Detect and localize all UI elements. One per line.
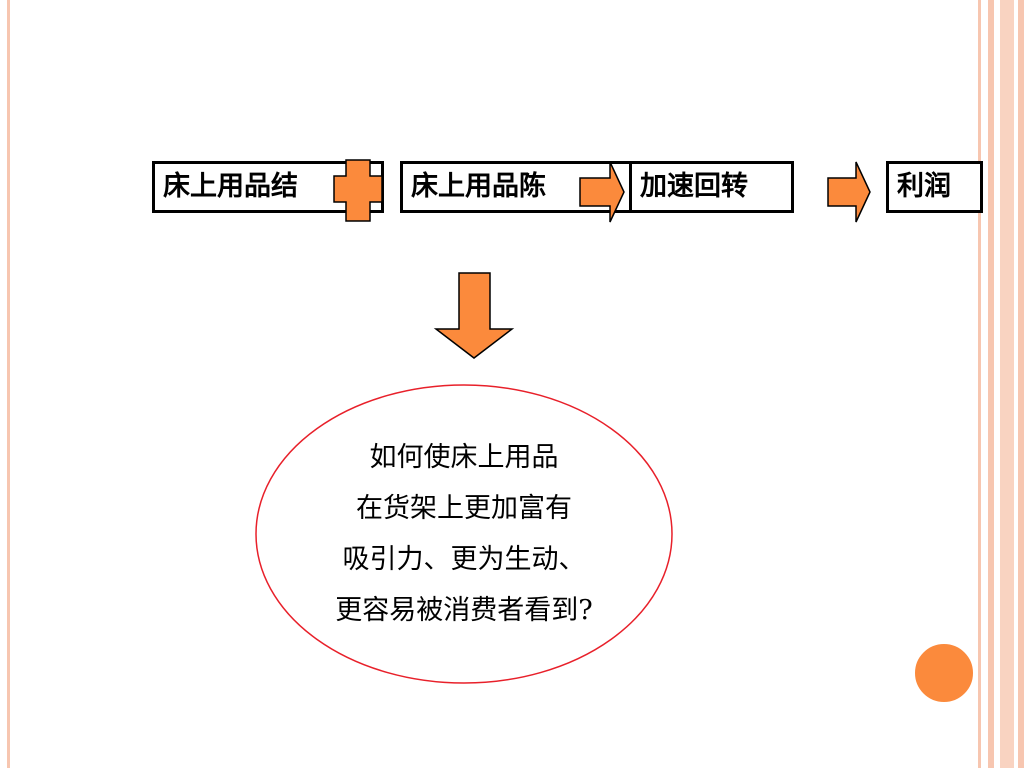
question-text: 如何使床上用品 在货架上更加富有 吸引力、更为生动、 更容易被消费者看到?: [255, 384, 673, 684]
question-ellipse: [255, 384, 673, 684]
right-border-line-2: [988, 0, 994, 768]
down-arrow-icon: [433, 272, 515, 359]
question-line: 如何使床上用品: [369, 442, 559, 473]
flow-box-label: 床上用品结: [163, 171, 298, 202]
flow-box-accelerate-turnover: 加速回转: [629, 161, 794, 213]
right-border-line-1: [978, 0, 981, 768]
right-arrow-icon: [579, 161, 625, 223]
flow-box-profit: 利润: [886, 161, 983, 213]
flow-box-label: 床上用品陈: [411, 171, 546, 202]
question-line: 吸引力、更为生动、: [342, 544, 586, 575]
flow-box-bedding-display: 床上用品陈: [400, 161, 632, 213]
question-line: 更容易被消费者看到?: [335, 595, 593, 626]
right-border-line-3: [1000, 0, 1014, 768]
right-border-line-4: [1018, 0, 1024, 768]
flow-box-label: 加速回转: [640, 171, 748, 202]
plus-arrow-icon: [333, 159, 383, 222]
flow-box-label: 利润: [897, 171, 951, 202]
right-arrow-icon: [827, 161, 871, 223]
left-border-line: [7, 0, 10, 768]
decorative-circle-icon: [913, 642, 975, 704]
question-line: 在货架上更加富有: [356, 493, 572, 524]
